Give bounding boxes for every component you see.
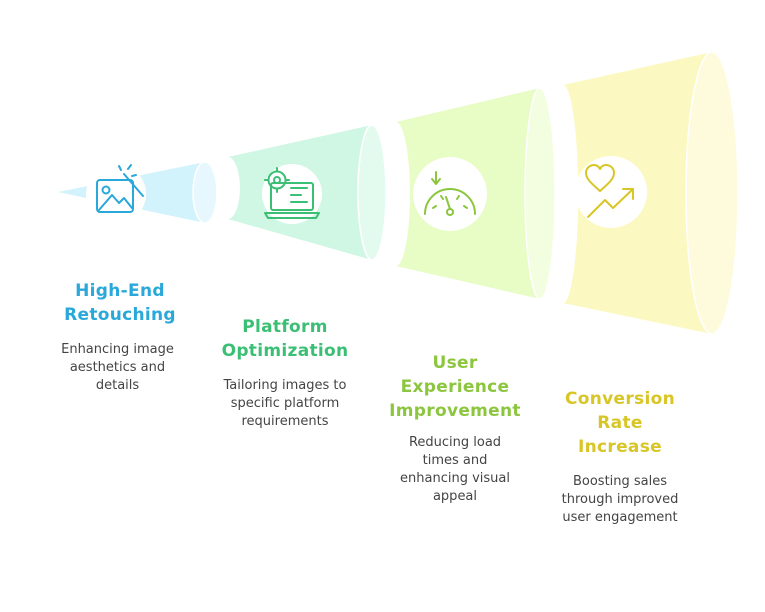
stage-description-experience: Reducing load times and enhancing visual… [400, 435, 510, 504]
funnel-segment-rim [192, 161, 218, 224]
stage-title-retouching: High-End Retouching [64, 281, 176, 325]
stage-title-conversion: Conversion Rate Increase [565, 389, 675, 457]
stage-title-experience: User Experience Improvement [389, 353, 521, 421]
stage-description-retouching: Enhancing image aesthetics and details [61, 342, 174, 393]
image-retouch-icon [86, 164, 146, 224]
laptop-settings-icon [262, 164, 322, 224]
funnel-segment-rim [685, 51, 739, 335]
stage-description-conversion: Boosting sales through improved user eng… [561, 474, 679, 525]
stage-description-platform: Tailoring images to specific platform re… [223, 378, 347, 429]
heart-growth-icon [575, 156, 647, 228]
funnel-segment-rim [524, 87, 556, 300]
icon-badge [575, 156, 647, 228]
speedometer-icon [413, 157, 487, 231]
funnel-segment-rim [357, 124, 387, 261]
stage-title-platform: Platform Optimization [221, 317, 349, 361]
icon-badge [86, 164, 146, 224]
icon-badge [413, 157, 487, 231]
